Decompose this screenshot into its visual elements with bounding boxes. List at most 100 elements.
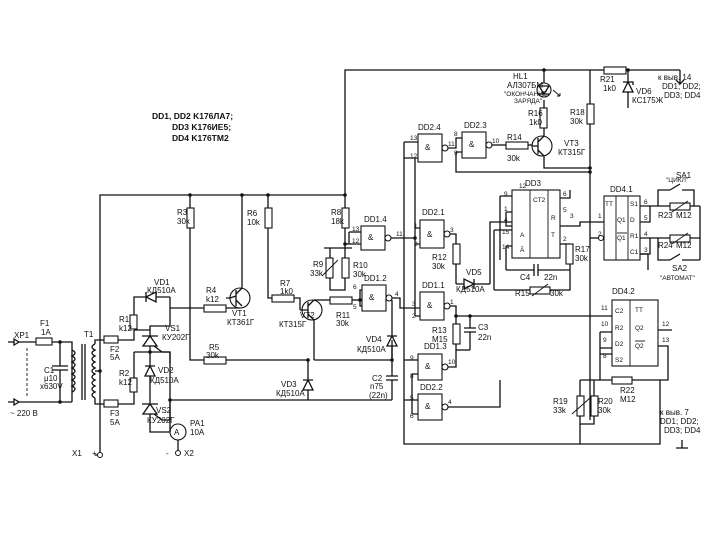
dd4-2-pin-10: 10 [601, 321, 609, 328]
r3-value: 30k [177, 217, 191, 226]
flipflop-dd4-2: DD4.2 TT C2 R2 D2 S2 Q2 Q2 11 10 9 8 12 … [553, 287, 701, 449]
dd2-2-label: DD2.2 [420, 383, 443, 392]
r7-label: R7 [280, 279, 291, 288]
dd4-1-d1: D [630, 217, 635, 224]
flipflop-dd4-1: DD4.1 TT Q1 Q1 S1 D R1 C1 1 2 6 5 4 3 SA… [590, 171, 701, 282]
vd1-type: КД510А [147, 286, 176, 295]
dd4-1-tt: TT [605, 201, 613, 208]
power-input: XP1 ~ 220 B F1 1A C1 μ10 x630V T1 X1 + F… [8, 194, 345, 458]
dd4-1-q1: Q1 [617, 217, 626, 224]
dd1-1-pin-a: 3 [412, 301, 416, 308]
r17-value: 30k [575, 254, 589, 263]
dd3-pin-1: 1 [504, 206, 508, 213]
resistor-r22 [611, 376, 633, 385]
gate-dd2-2 [417, 393, 443, 421]
dd4-1-pin-5: 5 [644, 215, 648, 222]
r21-value: 1k0 [603, 84, 616, 93]
r19-label: R19 [553, 397, 568, 406]
terminal-x2 [175, 450, 181, 456]
dd4-1-nq1: Q1 [617, 235, 626, 242]
r11-value: 30k [336, 319, 350, 328]
dd2-4-label: DD2.4 [418, 123, 441, 132]
dd2-4-pin-out: 11 [448, 141, 455, 148]
dd4-1-pin-1: 1 [598, 213, 602, 220]
dd3-a-pin: A [520, 232, 525, 239]
plug-arrow-bottom [8, 397, 21, 407]
gate-dd1-4-symbol: & [368, 233, 374, 242]
c2-value: n75 [370, 382, 384, 391]
vd4-label: VD4 [366, 335, 382, 344]
hl1-note-2: ЗАРЯДА" [514, 98, 543, 105]
dd4-2-pin-9: 9 [603, 337, 607, 344]
gate-dd1-2-symbol: & [369, 293, 375, 302]
vd3-label: VD3 [281, 380, 297, 389]
dd2-2-pin-out: 4 [448, 399, 452, 406]
dd4-2-pin-11: 11 [601, 305, 608, 312]
dd1-2-label: DD1.2 [364, 274, 387, 283]
dd4-2-nq2: Q2 [635, 343, 644, 350]
pa1-label: PA1 [190, 419, 205, 428]
xp1-label: XP1 [14, 331, 30, 340]
dd4-1-pin-2: 2 [598, 231, 602, 238]
note-bottom-2: DD1; DD2; [660, 417, 699, 426]
dd3-abar-pin: Ā [520, 246, 525, 254]
r10-value: 30k [353, 270, 367, 279]
switch-sa2 [657, 238, 700, 261]
dd4-1-pin-6: 6 [644, 199, 648, 206]
r24-value: M12 [676, 241, 692, 250]
vs1-type: КУ202Г [162, 333, 190, 342]
note-bottom-3: DD3; DD4 [664, 426, 701, 435]
vt1-label: VT1 [232, 309, 247, 318]
vt1-type: КТ361Г [227, 318, 255, 327]
resistor-r10 [341, 257, 350, 279]
c1-value: μ10 [44, 374, 58, 383]
gate-dd2-4-symbol: & [425, 143, 431, 152]
f3-label: F3 [110, 409, 120, 418]
dd3-pin-3: 3 [570, 213, 574, 220]
resistor-r12 [452, 243, 461, 265]
capacitor-c1 [52, 342, 68, 402]
diode-vd5 [456, 277, 476, 291]
gate-dd1-3-symbol: & [425, 362, 431, 371]
gate-dd2-1-symbol: & [427, 230, 433, 239]
x1-sign: + [92, 449, 97, 458]
dd1-2-pin-out: 4 [395, 291, 399, 298]
f1-label: F1 [40, 319, 50, 328]
dd4-1-c1: C1 [630, 249, 639, 256]
vd2-label: VD2 [158, 366, 174, 375]
chip-dd3 [511, 189, 561, 259]
dd2-3-label: DD2.3 [464, 121, 487, 130]
dd1-4-pin-b: 12 [352, 238, 360, 245]
gate-dd2-3-symbol: & [469, 140, 475, 149]
dd3-t-pin: T [551, 232, 555, 239]
r18-label: R18 [570, 108, 585, 117]
sa1-note: "ЦИКЛ" [666, 177, 689, 184]
dd4-1-pin-3: 3 [644, 247, 648, 254]
r5-value: 30k [206, 351, 220, 360]
r7-value: 1k0 [280, 287, 293, 296]
dd1-3-pin-a: 9 [410, 355, 414, 362]
resistor-r11 [329, 296, 353, 305]
logic-block-1: R8 18k R9 33k R10 30k & DD1.4 13 12 11 &… [308, 69, 595, 401]
r2-label: R2 [119, 369, 130, 378]
diode-vd4 [385, 300, 399, 347]
transformer-core [81, 344, 86, 400]
dd1-2-pin-b: 6 [353, 284, 357, 291]
note-top-3: DD3; DD4 [664, 91, 701, 100]
diode-vd1 [138, 290, 170, 304]
gate-dd1-1-symbol: & [427, 301, 433, 310]
resistor-r21 [603, 66, 627, 75]
r20-value: 30k [598, 406, 612, 415]
f2-value: 5A [110, 353, 120, 362]
c2-value-alt: (22n) [369, 391, 388, 400]
transistor-stage: R3 30k R5 30k R4 k12 VT1 КТ361Г R6 10k R… [170, 193, 360, 400]
dd3-pin-2: 2 [563, 236, 567, 243]
mains-label: ~ 220 B [10, 409, 38, 418]
dd3-label: DD3 [525, 179, 542, 188]
vt3-type: КТ315Г [558, 148, 586, 157]
sa2-note: "АВТОМАТ" [660, 275, 695, 282]
dd1-1-pin-out: 1 [450, 299, 454, 306]
power-regulator: R21 1k0 VD6 КС175Ж к выв. 14 DD1; DD2; D… [595, 66, 701, 108]
r3-label: R3 [177, 208, 188, 217]
dd4-2-q2: Q2 [635, 325, 644, 332]
